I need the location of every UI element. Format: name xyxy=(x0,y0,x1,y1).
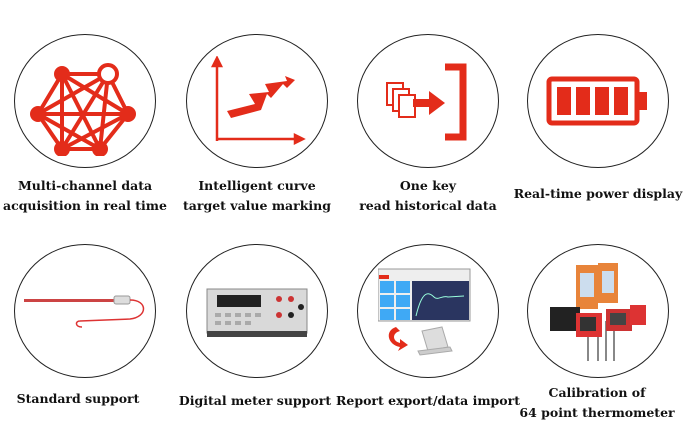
import-documents-icon xyxy=(386,63,467,141)
feature-label: Real-time power display xyxy=(513,186,683,201)
feature-circle-calibration xyxy=(527,244,669,378)
feature-label: Report export/data import xyxy=(335,393,520,408)
feature-circle-historical xyxy=(357,34,499,168)
feature-circle-standard xyxy=(14,244,156,378)
battery-icon xyxy=(546,76,647,126)
feature-circle-power xyxy=(527,34,669,168)
feature-label: Standard support xyxy=(16,391,140,406)
feature-label: Digital meter support xyxy=(178,393,332,408)
feature-circle-report xyxy=(357,244,499,378)
network-icon xyxy=(30,63,136,156)
thermometer-probe-icon xyxy=(24,295,145,328)
feature-circle-multichannel xyxy=(14,34,156,168)
report-export-icon xyxy=(378,268,471,356)
feature-circle-digital-meter xyxy=(186,244,328,378)
feature-circle-curve xyxy=(186,34,328,168)
rising-curve-icon xyxy=(210,56,306,146)
digital-meter-icon xyxy=(206,288,308,337)
thermometer-devices-icon xyxy=(550,263,646,361)
